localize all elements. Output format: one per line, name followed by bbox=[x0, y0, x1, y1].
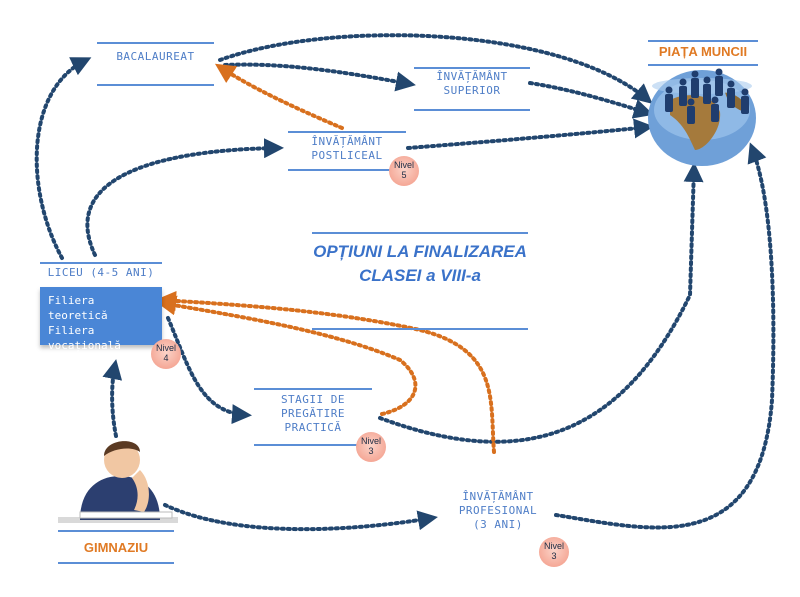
divider bbox=[414, 67, 530, 69]
node-bacalaureat: BACALAUREAT bbox=[97, 42, 214, 86]
arrow-liceu-stagii bbox=[166, 316, 252, 425]
arrow-gimnaziu-liceu bbox=[102, 359, 123, 438]
liceu-header-label: LICEU (4-5 ANI) bbox=[47, 266, 155, 279]
arrow-stagii-piata bbox=[378, 162, 704, 444]
divider bbox=[254, 388, 372, 390]
postliceal-label: ÎNVĂȚĂMÂNT POSTLICEAL bbox=[311, 135, 383, 162]
title-line-1: OPȚIUNI LA FINALIZAREA bbox=[313, 242, 527, 261]
divider bbox=[312, 328, 528, 330]
level-badge-profesional: Nivel 3 bbox=[539, 537, 569, 567]
level-badge-stagii: Nivel 3 bbox=[356, 432, 386, 462]
arrow-postliceal-piata bbox=[406, 118, 654, 150]
arrow-bacalaureat-superior bbox=[223, 62, 416, 92]
workers-icon bbox=[665, 68, 749, 124]
badge-number: 3 bbox=[368, 446, 374, 456]
stagii-label: STAGII DE PREGĂTIRE PRACTICĂ bbox=[280, 393, 346, 434]
badge-number: 4 bbox=[163, 353, 169, 363]
badge-word: Nivel bbox=[393, 160, 414, 170]
node-invatamant-postliceal: ÎNVĂȚĂMÂNT POSTLICEAL bbox=[288, 131, 406, 171]
divider bbox=[254, 444, 372, 446]
badge-number: 3 bbox=[551, 551, 557, 561]
divider bbox=[288, 131, 406, 133]
level-badge-liceu: Nivel 4 bbox=[151, 339, 181, 369]
arrow-superior-piata bbox=[528, 81, 654, 119]
arrow-stagii-liceu bbox=[156, 295, 418, 416]
level-badge-postliceal: Nivel 5 bbox=[389, 156, 419, 186]
divider bbox=[40, 262, 162, 264]
node-stagii-pregatire: STAGII DE PREGĂTIRE PRACTICĂ bbox=[254, 388, 372, 446]
badge-word: Nivel bbox=[155, 343, 176, 353]
arrow-liceu-postliceal bbox=[85, 138, 284, 257]
divider bbox=[648, 40, 758, 42]
badge-number: 5 bbox=[401, 170, 407, 180]
divider bbox=[288, 169, 406, 171]
gimnaziu-title: GIMNAZIU bbox=[83, 540, 149, 555]
node-invatamant-profesional: ÎNVĂȚĂMÂNT PROFESIONAL (3 ANI) bbox=[440, 490, 556, 542]
piata-muncii-title: PIAȚA MUNCII bbox=[658, 44, 748, 59]
badge-word: Nivel bbox=[360, 436, 381, 446]
divider bbox=[97, 42, 214, 44]
divider bbox=[97, 84, 214, 86]
arrow-postliceal-bacalaureat bbox=[214, 63, 344, 130]
arrow-gimnaziu-profesional bbox=[163, 503, 438, 532]
page-title: OPȚIUNI LA FINALIZAREA CLASEI a VIII-a bbox=[300, 240, 540, 288]
divider bbox=[58, 530, 174, 532]
badge-word: Nivel bbox=[543, 541, 564, 551]
liceu-filiere-label: Filiera teoretică Filiera vocațională bbox=[48, 294, 121, 352]
arrow-bacalaureat-piata bbox=[218, 33, 653, 104]
profesional-label: ÎNVĂȚĂMÂNT PROFESIONAL (3 ANI) bbox=[458, 490, 538, 531]
arrow-profesional-piata bbox=[554, 142, 776, 530]
arrow-liceu-bacalaureat bbox=[34, 57, 92, 260]
divider bbox=[414, 109, 530, 111]
divider bbox=[648, 64, 758, 66]
node-liceu-header: LICEU (4-5 ANI) bbox=[40, 262, 162, 284]
divider bbox=[312, 232, 528, 234]
node-invatamant-superior: ÎNVĂȚĂMÂNT SUPERIOR bbox=[414, 67, 530, 111]
globe-icon bbox=[648, 70, 756, 166]
bacalaureat-label: BACALAUREAT bbox=[116, 50, 195, 63]
title-line-2: CLASEI a VIII-a bbox=[359, 266, 481, 285]
liceu-filiere-box: Filiera teoretică Filiera vocațională bbox=[40, 287, 162, 352]
divider bbox=[58, 562, 174, 564]
invatamant-superior-label: ÎNVĂȚĂMÂNT SUPERIOR bbox=[436, 70, 508, 97]
student-illustration bbox=[58, 441, 178, 523]
